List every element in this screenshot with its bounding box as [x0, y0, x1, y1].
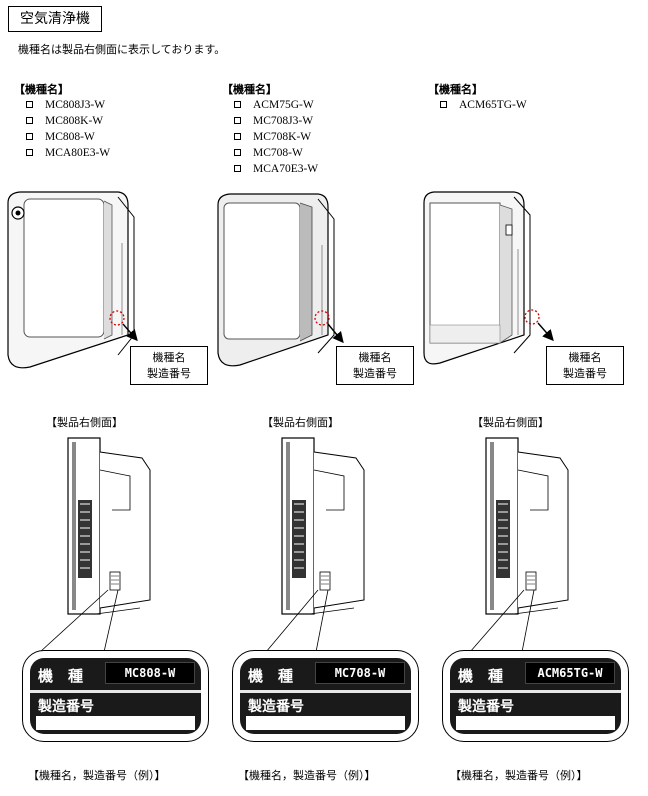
checkbox-icon[interactable]	[234, 101, 241, 108]
model-item[interactable]: MC808K-W	[26, 113, 110, 129]
plate-model-value: ACM65TG-W	[525, 662, 615, 684]
plate-divider	[30, 690, 201, 693]
model-item[interactable]: MCA70E3-W	[234, 161, 318, 177]
model-item[interactable]: MC708-W	[234, 145, 318, 161]
model-item[interactable]: MC808J3-W	[26, 97, 110, 113]
group-heading: 【機種名】	[428, 83, 483, 96]
air-purifier-side-2	[265, 437, 365, 653]
model-item[interactable]: ACM75G-W	[234, 97, 318, 113]
air-purifier-front-3	[423, 191, 554, 365]
label-marker	[109, 310, 125, 326]
example-caption: 【機種名，製造番号（例）】	[238, 769, 376, 782]
product-side-illustrations	[39, 437, 569, 653]
callout-model-serial: 機種名製造番号	[130, 346, 208, 385]
model-item[interactable]: MC708J3-W	[234, 113, 318, 129]
checkbox-icon[interactable]	[440, 101, 447, 108]
model-item[interactable]: MC708K-W	[234, 129, 318, 145]
model-item[interactable]: MC808-W	[26, 129, 110, 145]
model-group-1: 【機種名】 MC808J3-W MC808K-W MC808-W MCA80E3…	[14, 81, 110, 161]
label-marker	[314, 310, 330, 326]
air-purifier-side-3	[469, 437, 569, 653]
plate-model-value: MC808-W	[105, 662, 195, 684]
checkbox-icon[interactable]	[234, 133, 241, 140]
plate-serial-heading: 製造番号	[458, 699, 514, 715]
plate-serial-field	[456, 716, 615, 730]
plate-serial-field	[36, 716, 195, 730]
plate-divider	[240, 690, 411, 693]
model-group-3: 【機種名】 ACM65TG-W	[428, 81, 527, 113]
product-front-illustrations	[7, 191, 554, 369]
checkbox-icon[interactable]	[26, 133, 33, 140]
model-item[interactable]: ACM65TG-W	[440, 97, 527, 113]
air-purifier-side-1	[39, 437, 151, 653]
plate-serial-heading: 製造番号	[38, 699, 94, 715]
rating-plate: 機 種 MC808-W 製造番号	[22, 650, 209, 742]
plate-serial-field	[246, 716, 405, 730]
checkbox-icon[interactable]	[26, 117, 33, 124]
group-heading: 【機種名】	[222, 83, 277, 96]
rating-plate: 機 種 ACM65TG-W 製造番号	[442, 650, 629, 742]
checkbox-icon[interactable]	[26, 101, 33, 108]
group-heading: 【機種名】	[14, 83, 69, 96]
plate-model-value: MC708-W	[315, 662, 405, 684]
example-caption: 【機種名，製造番号（例）】	[28, 769, 166, 782]
plate-model-heading: 機 種	[38, 667, 84, 685]
side-view-label: 【製品右側面】	[46, 416, 123, 429]
side-view-label: 【製品右側面】	[472, 416, 549, 429]
model-group-2: 【機種名】 ACM75G-W MC708J3-W MC708K-W MC708-…	[222, 81, 318, 177]
example-caption: 【機種名，製造番号（例）】	[450, 769, 588, 782]
plate-serial-heading: 製造番号	[248, 699, 304, 715]
checkbox-icon[interactable]	[26, 149, 33, 156]
plate-model-heading: 機 種	[458, 667, 504, 685]
air-purifier-front-1	[7, 191, 138, 369]
model-item[interactable]: MCA80E3-W	[26, 145, 110, 161]
intro-text: 機種名は製品右側面に表示しております。	[18, 43, 226, 56]
callout-model-serial: 機種名製造番号	[546, 346, 624, 385]
air-purifier-front-2	[217, 193, 344, 367]
callout-model-serial: 機種名製造番号	[336, 346, 414, 385]
checkbox-icon[interactable]	[234, 117, 241, 124]
plate-divider	[450, 690, 621, 693]
checkbox-icon[interactable]	[234, 149, 241, 156]
page-title: 空気清浄機	[8, 6, 102, 32]
rating-plate: 機 種 MC708-W 製造番号	[232, 650, 419, 742]
plate-model-heading: 機 種	[248, 667, 294, 685]
checkbox-icon[interactable]	[234, 165, 241, 172]
label-marker	[524, 309, 540, 325]
side-view-label: 【製品右側面】	[262, 416, 339, 429]
